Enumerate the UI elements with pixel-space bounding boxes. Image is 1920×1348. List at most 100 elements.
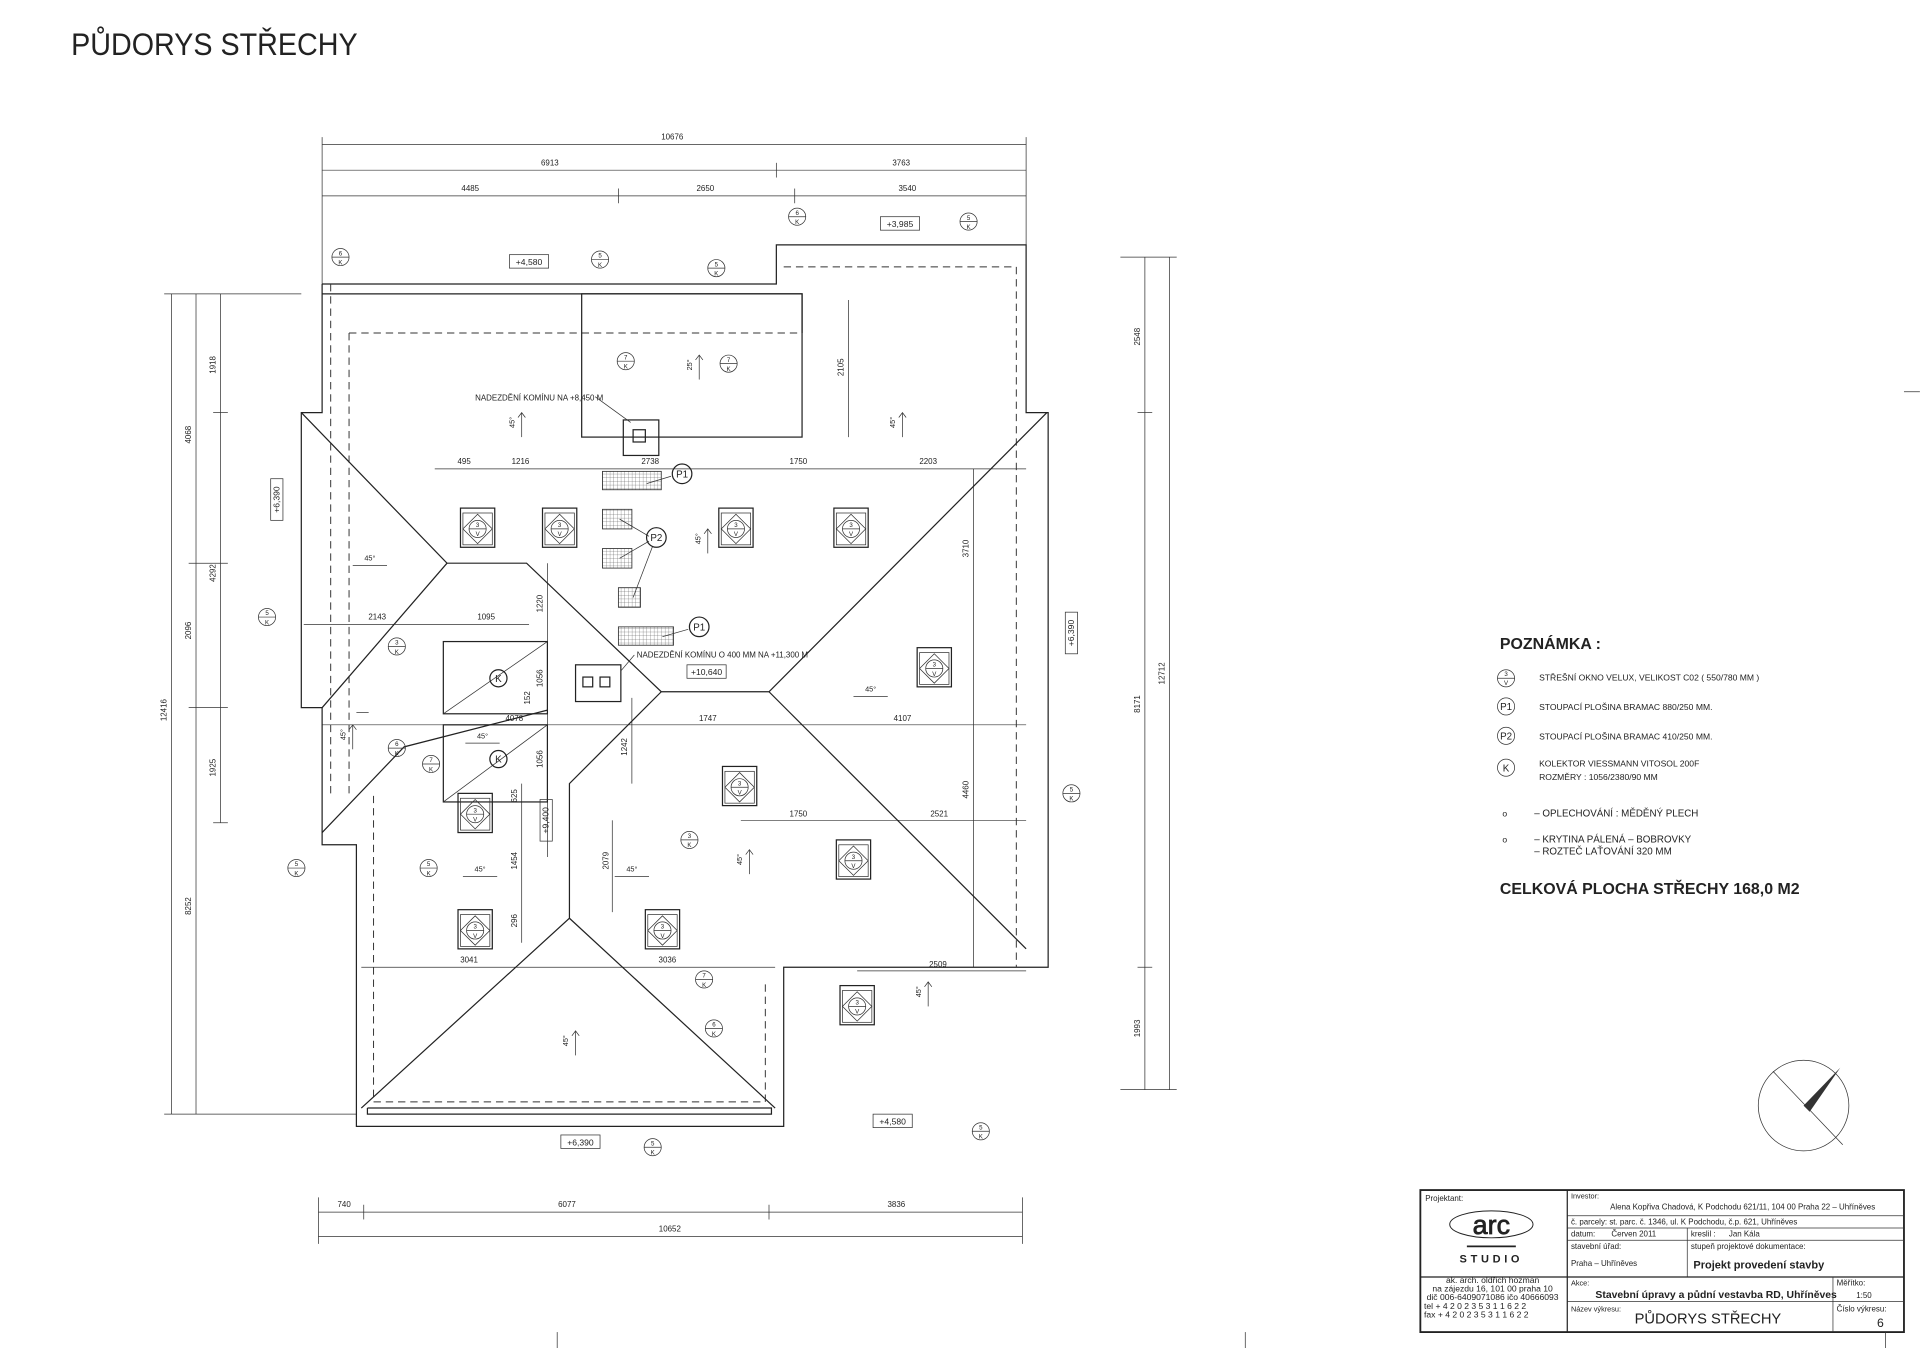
chimney-note: NADEZDĚNÍ KOMÍNU O 400 MM NA +11,300 M <box>637 650 808 659</box>
marker-number: 6 <box>795 210 799 217</box>
window-tag: 3 <box>738 780 742 787</box>
svg-text:Jan Kála: Jan Kála <box>1729 1230 1760 1239</box>
section-marker: 6K <box>704 1019 723 1038</box>
dimension-label: 1747 <box>699 714 717 723</box>
slope-label: 45° <box>865 685 876 694</box>
svg-text:Akce:: Akce: <box>1571 1279 1589 1288</box>
svg-text:6: 6 <box>1877 1316 1884 1330</box>
level-value: +6,390 <box>567 1137 594 1147</box>
dimension-label: 6077 <box>558 1200 576 1209</box>
chimney <box>574 664 622 703</box>
legend-item: STOUPACÍ PLOŠINA BRAMAC 410/250 MM. <box>1539 732 1712 742</box>
dimension-label: 296 <box>510 914 519 928</box>
marker-letter: K <box>395 750 399 757</box>
level-value: +3,985 <box>887 219 914 229</box>
section-marker: 6K <box>788 207 807 226</box>
dimension-label: 1750 <box>790 810 808 819</box>
dimension-label: 3036 <box>659 955 677 964</box>
dimension-label: 1918 <box>209 355 218 373</box>
slope-label: 45° <box>364 554 375 563</box>
level-tag: +6,390 <box>1064 611 1078 655</box>
svg-text:č. parcely: st. parc. č. 1346,: č. parcely: st. parc. č. 1346, ul. K Pod… <box>1571 1217 1797 1226</box>
window-tag: 3 <box>734 522 738 529</box>
svg-text:dič 006-6409071086 ičo 4066609: dič 006-6409071086 ičo 40666093 <box>1427 1292 1559 1302</box>
dimension-label: 152 <box>523 691 532 705</box>
marker-number: 5 <box>715 261 719 268</box>
dimension-label: 4292 <box>209 564 218 582</box>
dimension-label: 2650 <box>697 184 715 193</box>
level-tag: +3,985 <box>880 216 920 231</box>
dimension-label: 12712 <box>1157 662 1166 685</box>
svg-text:P1: P1 <box>693 623 705 634</box>
window-tag: 3 <box>476 522 480 529</box>
title-block: Projektant: arc STUDIO ak. arch. oldřich… <box>1419 1189 1905 1334</box>
marker-letter: K <box>687 842 691 849</box>
marker-letter: K <box>427 870 431 877</box>
level-tag: +4,580 <box>509 254 549 269</box>
window-tag: 3 <box>473 807 477 814</box>
dimension-label: 495 <box>458 457 472 466</box>
marker-letter: K <box>727 366 731 373</box>
studio-logo: arc STUDIO <box>1449 1210 1534 1265</box>
svg-text:kreslil :: kreslil : <box>1691 1230 1716 1239</box>
section-marker: 5K <box>591 250 609 269</box>
dimension-label: 2738 <box>641 457 659 466</box>
section-marker: 7K <box>719 354 738 373</box>
slope-arrow-icon: 45° <box>352 554 388 567</box>
dimension-label: 8252 <box>184 897 193 915</box>
section-marker: 7K <box>422 755 441 773</box>
window-tag: V <box>660 933 665 940</box>
roof-window: 3V <box>835 839 872 880</box>
legend-item: ROZMĚRY : 1056/2380/90 MM <box>1539 772 1658 782</box>
marker-letter: K <box>702 982 706 989</box>
dimension-label: 1750 <box>790 457 808 466</box>
svg-text:V: V <box>1504 680 1509 687</box>
svg-text:Praha – Uhříněves: Praha – Uhříněves <box>1571 1259 1637 1268</box>
marker-letter: K <box>338 259 342 266</box>
window-tag: V <box>473 933 478 940</box>
svg-text:o: o <box>1502 809 1507 819</box>
dimension-label: 3836 <box>887 1200 905 1209</box>
slope-label: 25° <box>685 359 694 370</box>
section-marker: 6K <box>387 739 406 757</box>
marker-letter: K <box>979 1134 983 1141</box>
marker-number: 5 <box>598 253 602 260</box>
dimension-label: 3540 <box>899 184 917 193</box>
marker-number: 7 <box>429 757 433 764</box>
svg-text:tel + 4 2 0 2 3 5 3 1 1: tel + 4 2 0 2 3 5 3 1 1 6 2 2 <box>1424 1301 1526 1311</box>
section-marker: 5K <box>419 859 438 877</box>
section-marker: 5K <box>971 1122 990 1141</box>
marker-letter: K <box>714 270 718 277</box>
marker-number: 5 <box>979 1124 983 1131</box>
window-tag: V <box>851 863 856 870</box>
dimension-label: 4485 <box>461 184 479 193</box>
level-value: +6,390 <box>271 486 281 513</box>
slope-arrow-icon: 45° <box>561 1030 580 1056</box>
slope-arrow-icon: 45° <box>853 685 888 698</box>
roof-window: 3V <box>839 984 875 1026</box>
total-roof-area: CELKOVÁ PLOCHA STŘECHY 168,0 M2 <box>1500 879 1800 898</box>
roof-window: 3V <box>833 507 869 548</box>
dimension-label: 1095 <box>477 613 495 622</box>
marker-number: 5 <box>651 1140 655 1147</box>
level-tag: +9,400 <box>539 799 553 842</box>
slope-label: 45° <box>338 729 347 740</box>
dimension-label: 4460 <box>962 780 971 798</box>
marker-letter: K <box>294 870 298 877</box>
dimension-label: 2079 <box>602 851 611 869</box>
slope-arrow-icon: 45° <box>735 849 754 875</box>
svg-text:Stavební úpravy a půdní vestav: Stavební úpravy a půdní vestavba RD, Uhř… <box>1595 1289 1837 1301</box>
dimension-label: 2105 <box>837 358 846 376</box>
level-value: +9,400 <box>541 807 551 834</box>
dimension-label: 10652 <box>659 1225 682 1234</box>
dimension-label: 12416 <box>160 698 169 721</box>
solar-collector: K <box>442 724 549 803</box>
dimension-label: 3710 <box>962 539 971 557</box>
marker-number: 7 <box>702 973 706 980</box>
svg-text:P1: P1 <box>676 469 688 480</box>
roof-window: 3V <box>916 647 953 688</box>
level-tag: +4,580 <box>872 1113 913 1128</box>
svg-text:Název výkresu:: Název výkresu: <box>1571 1304 1621 1313</box>
svg-text:Investor:: Investor: <box>1571 1192 1599 1201</box>
